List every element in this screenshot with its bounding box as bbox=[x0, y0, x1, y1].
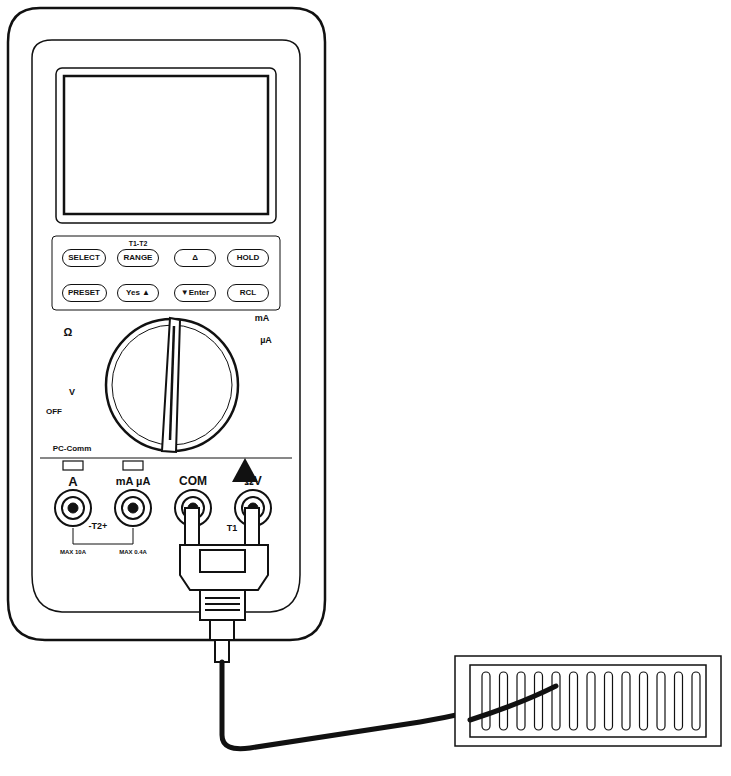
probe-cable bbox=[470, 686, 556, 720]
fuse-icon bbox=[63, 461, 83, 470]
terminal-jacks bbox=[55, 490, 271, 526]
panel-label: MAX 10A bbox=[60, 549, 86, 555]
meter-button: SELECT bbox=[62, 249, 106, 267]
meter-body bbox=[8, 8, 325, 640]
button-label: SELECT bbox=[68, 254, 100, 262]
fuse-icon bbox=[123, 461, 143, 470]
panel-label: V bbox=[69, 388, 75, 397]
button-label: RCL bbox=[240, 289, 256, 297]
meter-button: Δ bbox=[174, 249, 216, 267]
sensor-slots bbox=[482, 672, 700, 730]
panel-label: ΩV bbox=[244, 475, 262, 487]
panel-label: MAX 0.4A bbox=[119, 549, 147, 555]
panel-label: mA µA bbox=[116, 476, 151, 487]
meter-button: RCL bbox=[227, 284, 269, 302]
meter-bezel bbox=[32, 40, 300, 612]
panel-divider bbox=[40, 458, 292, 459]
meter-button: PRESET bbox=[62, 284, 107, 302]
dial-pointer bbox=[170, 326, 174, 440]
meter-button: Yes ▲ bbox=[117, 284, 159, 302]
dial-knob bbox=[162, 318, 180, 452]
rotary-dial bbox=[106, 319, 238, 451]
panel-label: T1 bbox=[227, 524, 238, 533]
panel-label: Ω bbox=[64, 327, 73, 338]
panel-label: COM bbox=[179, 475, 207, 487]
panel-label: PC-Comm bbox=[53, 445, 92, 453]
button-label: RANGE bbox=[124, 254, 153, 262]
panel-label: A bbox=[68, 475, 77, 488]
panel-label: µA bbox=[260, 336, 272, 345]
keypad-panel bbox=[52, 236, 280, 310]
panel-label: -T2+ bbox=[89, 522, 108, 531]
button-label: Δ bbox=[192, 254, 198, 262]
button-label: PRESET bbox=[68, 289, 100, 297]
panel-label: OFF bbox=[46, 408, 62, 416]
panel-label: mA bbox=[255, 314, 270, 323]
button-label: HOLD bbox=[237, 254, 260, 262]
button-label: ▼Enter bbox=[181, 289, 209, 297]
panel-label: T1-T2 bbox=[129, 240, 148, 247]
meter-button: RANGE bbox=[117, 249, 159, 267]
display-screen bbox=[64, 76, 268, 214]
probe-plug bbox=[180, 508, 268, 662]
display-frame bbox=[56, 68, 276, 223]
sensor-plate bbox=[470, 665, 706, 737]
sensor-frame bbox=[455, 656, 721, 746]
meter-button: HOLD bbox=[227, 249, 269, 267]
meter-button: ▼Enter bbox=[174, 284, 216, 302]
button-label: Yes ▲ bbox=[126, 289, 150, 297]
